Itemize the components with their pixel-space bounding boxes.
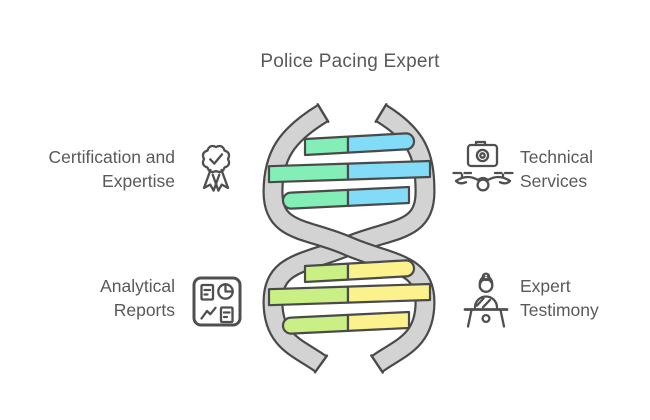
rung-2-left	[267, 162, 350, 184]
label-certification: Certification and Expertise	[49, 145, 175, 193]
camera-body	[466, 143, 499, 168]
camera-lens-outer	[475, 148, 490, 163]
label-technical: Technical Services	[520, 145, 593, 193]
witness-microphone	[481, 313, 491, 324]
label-certification-line1: Certification and	[48, 147, 175, 167]
expert-witness-icon	[459, 270, 513, 330]
label-testimony: Expert Testimony	[520, 274, 599, 322]
witness-body-hatch	[475, 297, 492, 309]
dna-helix	[262, 103, 436, 374]
board-frame	[192, 276, 242, 327]
rung-4-right	[346, 259, 416, 281]
drone-gimbal	[476, 178, 490, 192]
label-testimony-line2: Testimony	[520, 300, 599, 320]
dna-rungs-top	[267, 132, 432, 210]
rung-1-right	[346, 132, 416, 154]
board-doc-bottom	[219, 306, 234, 324]
board-pie-slices	[224, 283, 234, 293]
board-doc-top-lines	[203, 288, 212, 296]
label-certification-line2: Expertise	[102, 171, 175, 191]
rung-5-left	[267, 285, 350, 307]
award-rosette	[201, 144, 231, 174]
camera-viewfinder	[474, 140, 487, 147]
dna-rungs-bottom	[267, 259, 432, 335]
rung-3-left	[281, 188, 350, 210]
analytics-board-icon	[191, 275, 243, 328]
award-check	[209, 153, 224, 165]
rung-3-right	[346, 185, 411, 207]
rung-1-left	[303, 135, 350, 157]
diagram-title: Police Pacing Expert	[260, 51, 440, 72]
award-icon	[187, 139, 244, 197]
rung-5-right	[346, 282, 432, 304]
rung-2-right	[346, 159, 432, 181]
label-technical-line1: Technical	[520, 147, 593, 167]
label-analytical-line2: Reports	[113, 300, 175, 320]
label-analytical: Analytical Reports	[100, 274, 175, 322]
label-testimony-line1: Expert	[520, 276, 571, 296]
witness-desk-legs	[466, 308, 506, 328]
award-ribbon-right	[211, 168, 230, 192]
helix-strand-front	[262, 104, 436, 373]
rung-4-left	[303, 262, 350, 284]
board-doc-bottom-lines	[222, 311, 231, 319]
drone-camera-icon	[452, 140, 514, 198]
witness-body	[473, 295, 499, 309]
witness-head	[478, 278, 494, 293]
label-analytical-line1: Analytical	[100, 276, 175, 296]
board-trend-line	[200, 306, 217, 320]
rung-6-left	[281, 313, 350, 335]
camera-lens-inner	[479, 152, 486, 159]
rung-6-right	[346, 310, 411, 332]
witness-hair	[478, 275, 494, 285]
helix-ribbon-ends	[313, 103, 388, 374]
drone-wings	[454, 175, 512, 185]
board-doc-top	[200, 283, 215, 301]
label-technical-line2: Services	[520, 171, 588, 191]
